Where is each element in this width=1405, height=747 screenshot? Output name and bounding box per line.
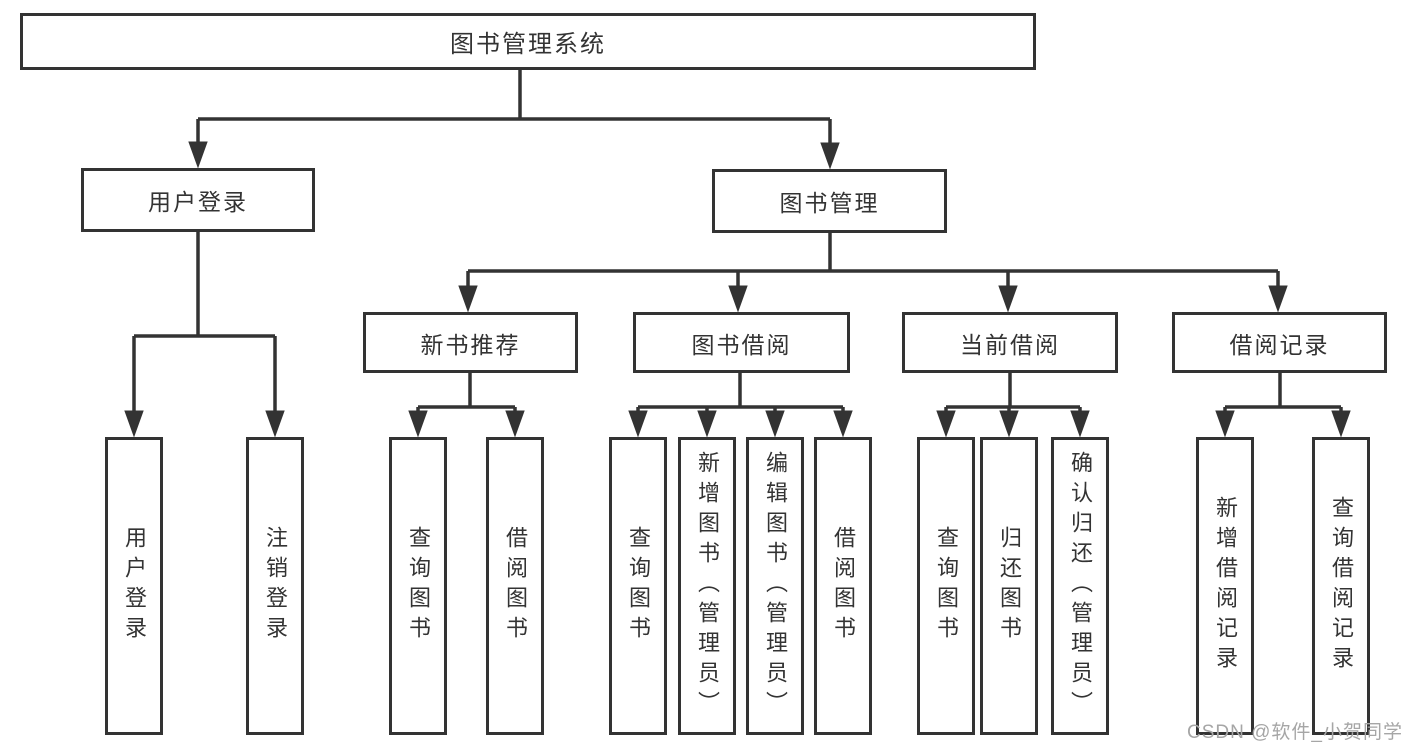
connector-user-login-to-leaves bbox=[124, 232, 285, 438]
node-book-management: 图书管理 bbox=[712, 169, 947, 233]
node-user-login-action: 用户登录 bbox=[105, 437, 163, 735]
node-confirm-return-admin-label: 确认归还（管理员） bbox=[1068, 451, 1093, 721]
node-current-borrowing: 当前借阅 bbox=[902, 312, 1118, 373]
node-borrowing-records: 借阅记录 bbox=[1172, 312, 1387, 373]
node-add-books-admin: 新增图书（管理员） bbox=[678, 437, 736, 735]
node-query-books-current-label: 查询图书 bbox=[934, 526, 959, 646]
node-query-books-current: 查询图书 bbox=[917, 437, 975, 735]
node-root: 图书管理系统 bbox=[20, 13, 1036, 70]
node-edit-books-admin: 编辑图书（管理员） bbox=[746, 437, 804, 735]
csdn-watermark: CSDN @软件_小贺同学 bbox=[1187, 722, 1403, 743]
node-add-borrow-record-label: 新增借阅记录 bbox=[1213, 496, 1238, 676]
connector-new-book-recommendation-to-leaves bbox=[408, 373, 525, 438]
node-query-books-borrow: 查询图书 bbox=[609, 437, 667, 735]
node-new-book-recommendation-label: 新书推荐 bbox=[420, 331, 521, 358]
node-query-books-recommend: 查询图书 bbox=[389, 437, 447, 735]
node-logout-label: 注销登录 bbox=[263, 526, 288, 646]
node-user-login-action-label: 用户登录 bbox=[122, 526, 147, 646]
node-user-login-label: 用户登录 bbox=[148, 189, 248, 215]
node-query-books-recommend-label: 查询图书 bbox=[406, 526, 431, 646]
node-add-books-admin-label: 新增图书（管理员） bbox=[695, 451, 720, 721]
node-book-borrowing: 图书借阅 bbox=[633, 312, 850, 373]
node-book-management-label: 图书管理 bbox=[779, 190, 880, 216]
connector-book-management-to-level3 bbox=[458, 233, 1288, 313]
connector-root-to-level2 bbox=[188, 70, 840, 170]
node-logout: 注销登录 bbox=[246, 437, 304, 735]
node-new-book-recommendation: 新书推荐 bbox=[363, 312, 578, 373]
node-return-books: 归还图书 bbox=[980, 437, 1038, 735]
node-query-borrow-record: 查询借阅记录 bbox=[1312, 437, 1370, 735]
node-query-books-borrow-label: 查询图书 bbox=[626, 526, 651, 646]
node-query-borrow-record-label: 查询借阅记录 bbox=[1329, 496, 1354, 676]
connector-borrowing-records-to-leaves bbox=[1215, 373, 1351, 438]
node-edit-books-admin-label: 编辑图书（管理员） bbox=[763, 451, 788, 721]
node-confirm-return-admin: 确认归还（管理员） bbox=[1051, 437, 1109, 735]
connector-current-borrowing-to-leaves bbox=[936, 373, 1090, 438]
node-borrow-books: 借阅图书 bbox=[814, 437, 872, 735]
node-current-borrowing-label: 当前借阅 bbox=[960, 331, 1060, 358]
node-root-label: 图书管理系统 bbox=[450, 31, 606, 58]
node-borrow-books-label: 借阅图书 bbox=[831, 526, 856, 646]
node-book-borrowing-label: 图书借阅 bbox=[691, 331, 792, 358]
node-user-login: 用户登录 bbox=[81, 168, 315, 232]
node-add-borrow-record: 新增借阅记录 bbox=[1196, 437, 1254, 735]
node-return-books-label: 归还图书 bbox=[997, 526, 1022, 646]
node-borrow-books-recommend: 借阅图书 bbox=[486, 437, 544, 735]
node-borrowing-records-label: 借阅记录 bbox=[1229, 331, 1330, 358]
connector-book-borrowing-to-leaves bbox=[628, 373, 853, 438]
node-borrow-books-recommend-label: 借阅图书 bbox=[503, 526, 528, 646]
